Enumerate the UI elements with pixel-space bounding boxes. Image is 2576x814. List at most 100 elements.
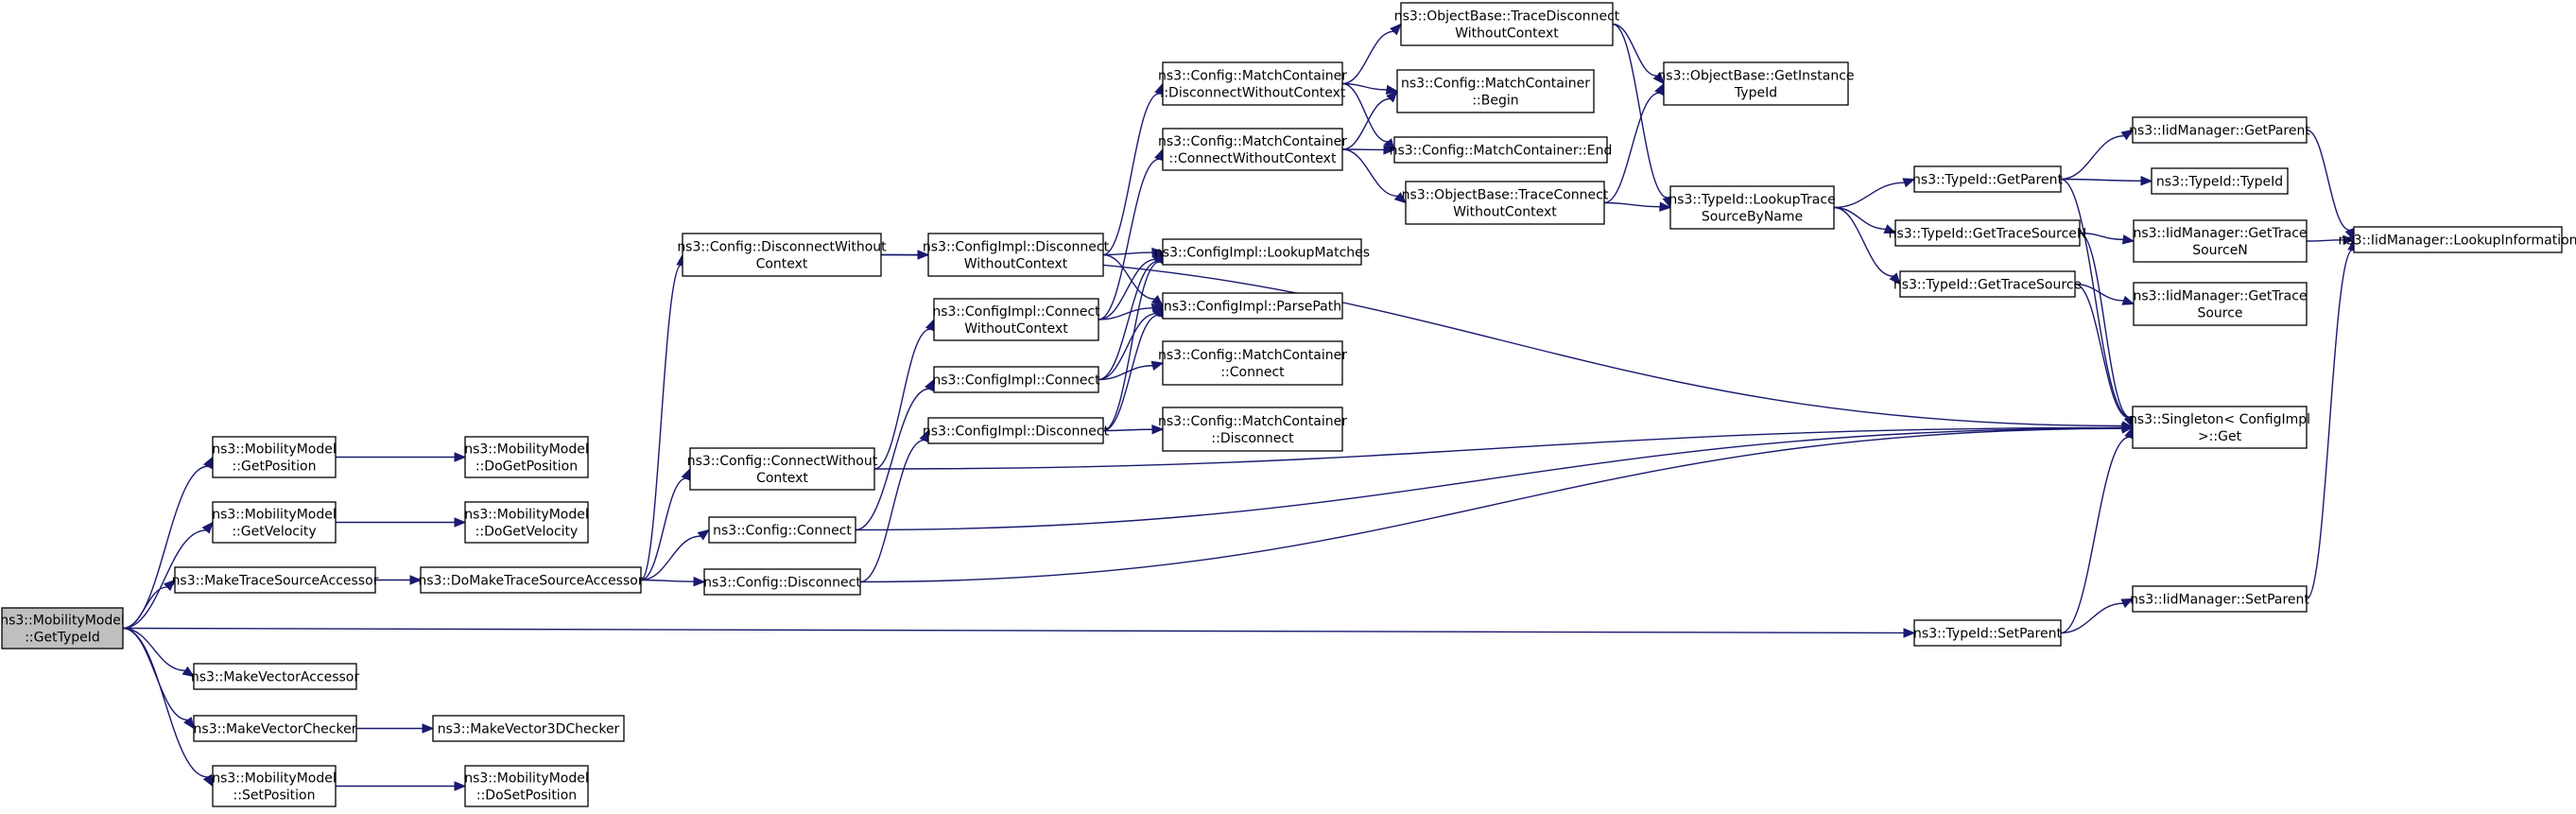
call-edge-mcDisconnectWC-to-mcBegin <box>1341 82 1399 95</box>
node-label: ns3::Config::MatchContainer <box>1158 414 1347 429</box>
node-label: ns3::TypeId::GetTraceSource <box>1893 278 2082 293</box>
node-implConnectWC[interactable]: ns3::ConfigImpl::ConnectWithoutContext <box>932 298 1100 341</box>
node-label: ::Begin <box>1472 94 1518 109</box>
node-iidGetTraceSource[interactable]: ns3::IidManager::GetTraceSource <box>2133 282 2308 326</box>
call-edge-getVelocity-to-doGetVelocity <box>335 517 467 528</box>
call-edge-mcDisconnectWC-to-obTraceDisconnectWC <box>1341 23 1402 85</box>
node-mcDisconnectWC[interactable]: ns3::Config::MatchContainer::DisconnectW… <box>1158 61 1347 106</box>
node-getPosition[interactable]: ns3::MobilityModel::GetPosition <box>212 436 337 478</box>
node-obTraceConnectWC[interactable]: ns3::ObjectBase::TraceConnectWithoutCont… <box>1402 181 1609 225</box>
node-iidSetParent[interactable]: ns3::IidManager::SetParent <box>2130 585 2309 613</box>
node-getVelocity[interactable]: ns3::MobilityModel::GetVelocity <box>212 501 337 544</box>
node-label: ns3::Config::MatchContainer <box>1158 69 1347 84</box>
node-label: ns3::MobilityModel <box>212 442 337 458</box>
node-label: ns3::TypeId::GetTraceSourceN <box>1889 227 2087 242</box>
node-label: ns3::ObjectBase::TraceDisconnect <box>1394 9 1620 25</box>
node-implDisconnect[interactable]: ns3::ConfigImpl::Disconnect <box>923 417 1110 444</box>
call-edge-iidSetParent-to-iidLookupInformation <box>2306 238 2358 600</box>
node-parsePath[interactable]: ns3::ConfigImpl::ParsePath <box>1162 292 1343 320</box>
node-label: ns3::Config::MatchContainer <box>1158 134 1347 149</box>
call-edge-implConnect-to-mcConnect <box>1098 360 1165 381</box>
node-makeVector3D[interactable]: ns3::MakeVector3DChecker <box>432 715 625 742</box>
node-label: ns3::MobilityModel <box>464 771 589 787</box>
node-doGetPosition[interactable]: ns3::MobilityModel::DoGetPosition <box>464 436 589 478</box>
node-label: ns3::MakeVector3DChecker <box>438 722 620 737</box>
node-label: ns3::ObjectBase::GetInstance <box>1657 69 1854 84</box>
node-label: ns3::Config::MatchContainer <box>1401 77 1590 92</box>
node-label: Context <box>756 257 808 272</box>
node-cfgDisconnectWC[interactable]: ns3::Config::DisconnectWithoutContext <box>677 233 887 277</box>
call-edge-tidGetTraceSource-to-singletonGet <box>2074 283 2134 429</box>
node-label: TypeId <box>1734 86 1777 101</box>
node-label: ns3::Config::ConnectWithout <box>687 454 878 469</box>
call-edge-root-to-setPosition <box>122 627 214 788</box>
node-doGetVelocity[interactable]: ns3::MobilityModel::DoGetVelocity <box>464 501 589 544</box>
node-label: ns3::ObjectBase::TraceConnect <box>1402 188 1609 203</box>
call-edge-root-to-makeVectorAccessor <box>122 627 196 678</box>
node-iidGetParent[interactable]: ns3::IidManager::GetParent <box>2129 116 2310 144</box>
node-label: ns3::MobilityModel <box>212 771 337 787</box>
node-label: ns3::ConfigImpl::Disconnect <box>923 240 1110 255</box>
node-label: ns3::Singleton< ConfigImpl <box>2129 412 2310 427</box>
node-doSetPosition[interactable]: ns3::MobilityModel::DoSetPosition <box>464 765 589 807</box>
node-mcConnectWC[interactable]: ns3::Config::MatchContainer::ConnectWith… <box>1158 128 1347 171</box>
node-iidGetTraceSourceN[interactable]: ns3::IidManager::GetTraceSourceN <box>2133 219 2308 263</box>
node-label: ns3::MobilityModel <box>464 508 589 523</box>
call-edge-iidGetParent-to-iidLookupInformation <box>2306 129 2355 241</box>
node-doMakeTSA[interactable]: ns3::DoMakeTraceSourceAccessor <box>418 566 644 594</box>
node-label: ::GetTypeId <box>25 631 100 646</box>
node-makeVectorAccessor[interactable]: ns3::MakeVectorAccessor <box>191 663 359 690</box>
node-label: ns3::IidManager::SetParent <box>2130 593 2309 608</box>
node-lookupMatches[interactable]: ns3::ConfigImpl::LookupMatches <box>1154 238 1370 266</box>
node-makeTSA[interactable]: ns3::MakeTraceSourceAccessor <box>172 566 379 594</box>
node-label: ns3::Config::DisconnectWithout <box>677 240 887 255</box>
node-setPosition[interactable]: ns3::MobilityModel::SetPosition <box>212 765 337 807</box>
node-label: ns3::MakeTraceSourceAccessor <box>172 574 379 589</box>
node-label: ::SetPosition <box>233 788 316 804</box>
node-label: ns3::MobilityModel <box>0 614 125 629</box>
node-mcBegin[interactable]: ns3::Config::MatchContainer::Begin <box>1396 69 1595 113</box>
node-tidTypeId[interactable]: ns3::TypeId::TypeId <box>2151 167 2289 195</box>
call-edge-getPosition-to-doGetPosition <box>336 452 467 462</box>
node-obTraceDisconnectWC[interactable]: ns3::ObjectBase::TraceDisconnectWithoutC… <box>1394 2 1620 46</box>
call-edge-implDisconnectWC-to-parsePath <box>1102 253 1165 307</box>
node-cfgConnectWC[interactable]: ns3::Config::ConnectWithoutContext <box>687 447 878 491</box>
node-mcDisconnect[interactable]: ns3::Config::MatchContainer::Disconnect <box>1158 407 1347 452</box>
node-label: ::DoSetPosition <box>476 788 577 804</box>
node-label: >::Get <box>2198 429 2242 444</box>
node-label: ns3::MakeVectorAccessor <box>191 670 359 685</box>
node-singletonGet[interactable]: ns3::Singleton< ConfigImpl >::Get <box>2129 406 2310 449</box>
node-implDisconnectWC[interactable]: ns3::ConfigImpl::DisconnectWithoutContex… <box>923 233 1110 277</box>
node-iidLookupInformation[interactable]: ns3::IidManager::LookupInformation <box>2338 226 2576 253</box>
node-tidGetTraceSource[interactable]: ns3::TypeId::GetTraceSource <box>1893 270 2082 298</box>
node-cfgDisconnect[interactable]: ns3::Config::Disconnect <box>703 568 861 596</box>
node-label: ::Connect <box>1220 365 1285 380</box>
node-cfgConnect[interactable]: ns3::Config::Connect <box>708 516 856 544</box>
node-makeVectorChecker[interactable]: ns3::MakeVectorChecker <box>193 715 357 742</box>
call-edge-root-to-makeTSA <box>122 579 176 630</box>
call-edge-iidGetTraceSourceN-to-iidLookupInformation <box>2306 234 2356 246</box>
node-label: ns3::ConfigImpl::Connect <box>932 304 1100 320</box>
node-root[interactable]: ns3::MobilityModel::GetTypeId <box>0 607 125 649</box>
node-label: ns3::TypeId::LookupTrace <box>1668 193 1835 208</box>
node-tidSetParent[interactable]: ns3::TypeId::SetParent <box>1913 619 2062 647</box>
call-edge-mcConnectWC-to-obTraceConnectWC <box>1341 148 1408 204</box>
node-label: ns3::ConfigImpl::LookupMatches <box>1154 246 1370 261</box>
node-tidGetTraceSourceN[interactable]: ns3::TypeId::GetTraceSourceN <box>1889 219 2087 247</box>
node-label: ns3::Config::MatchContainer::End <box>1390 144 1613 159</box>
node-implConnect[interactable]: ns3::ConfigImpl::Connect <box>932 366 1100 393</box>
node-label: Source <box>2197 306 2242 321</box>
node-label: ::GetVelocity <box>232 525 316 540</box>
node-label: ::DoGetPosition <box>475 459 578 475</box>
node-label: ns3::IidManager::LookupInformation <box>2338 234 2576 249</box>
node-label: ns3::Config::MatchContainer <box>1158 348 1347 363</box>
node-tidGetParent[interactable]: ns3::TypeId::GetParent <box>1912 165 2063 193</box>
call-edge-root-to-getPosition <box>122 456 214 630</box>
node-mcEnd[interactable]: ns3::Config::MatchContainer::End <box>1390 136 1613 164</box>
node-mcConnect[interactable]: ns3::Config::MatchContainer::Connect <box>1158 340 1347 386</box>
call-edge-tidSetParent-to-iidSetParent <box>2060 598 2135 634</box>
node-label: ns3::Config::Disconnect <box>703 576 861 591</box>
